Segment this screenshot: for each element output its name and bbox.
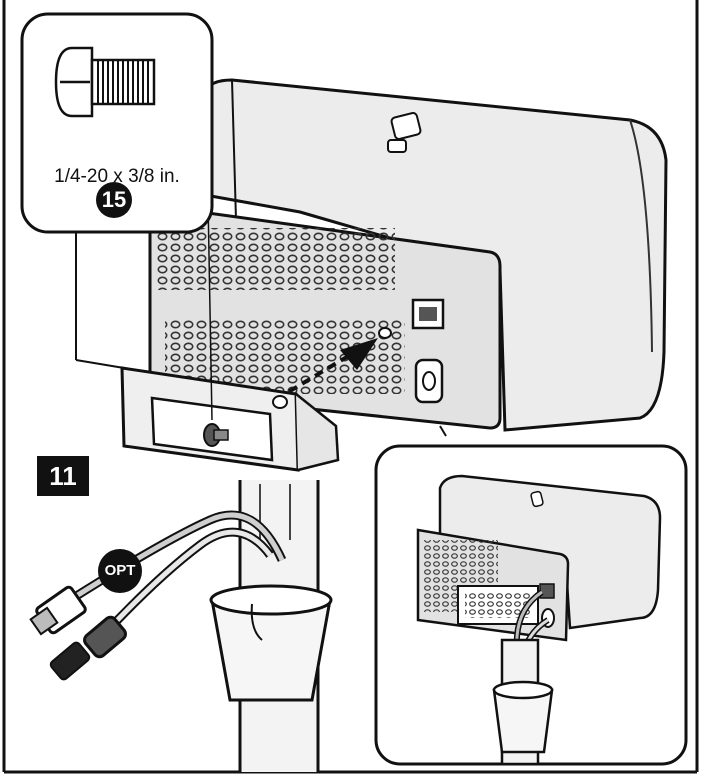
insertion-arrow (223, 338, 378, 432)
power-socket (414, 358, 444, 404)
screw-quantity-badge: 15 (96, 182, 132, 218)
part-number-label: 11 (37, 456, 89, 496)
printer-body (148, 78, 668, 437)
optional-badge: OPT (98, 549, 142, 593)
detail-inset (374, 444, 688, 766)
screw-callout (20, 12, 214, 421)
top-slot (387, 112, 422, 153)
ethernet-plug (29, 585, 87, 636)
power-plug (49, 615, 127, 681)
cable-funnel (209, 584, 333, 702)
screw-size-label: 1/4-20 x 3/8 in. (54, 166, 180, 187)
usb-port (411, 298, 445, 330)
vent-grille-upper (155, 228, 395, 290)
screw-icon (54, 46, 156, 118)
mounting-hole (378, 327, 392, 339)
screw (203, 423, 229, 447)
